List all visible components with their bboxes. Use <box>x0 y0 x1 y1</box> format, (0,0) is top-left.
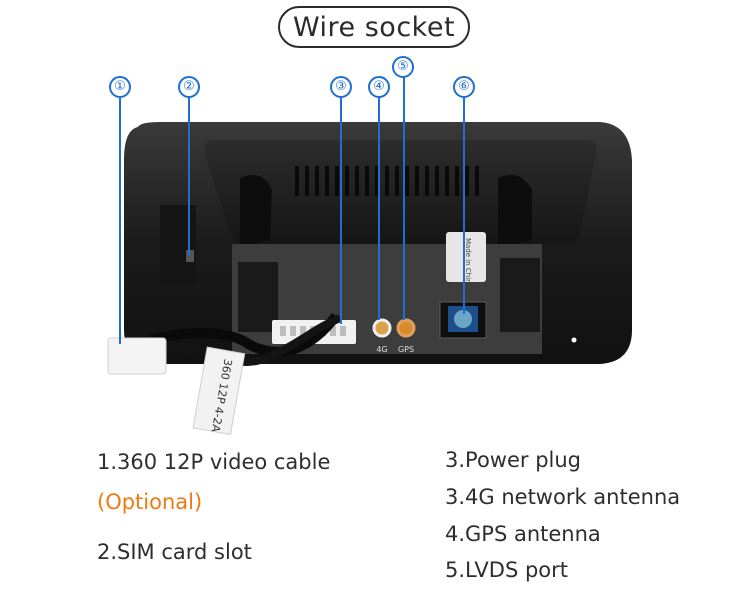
made-in-label: Made in China <box>464 238 472 288</box>
harness-wire-1 <box>148 312 340 357</box>
caption-gps-antenna: 4.GPS antenna <box>445 522 601 546</box>
leader-line-2 <box>188 96 190 256</box>
caption-4g-antenna: 3.4G network antenna <box>445 485 681 509</box>
cable-tag: 360 12P 4-2A <box>192 346 246 436</box>
leader-line-1 <box>119 96 121 344</box>
callout-2: ② <box>178 76 200 98</box>
caption-optional: (Optional) <box>97 490 203 514</box>
caption-sim-slot: 2.SIM card slot <box>97 540 252 564</box>
sim-slot-housing <box>160 205 196 285</box>
lvds-connector <box>454 310 472 328</box>
leader-line-3 <box>340 96 342 324</box>
4g-port-label: 4G <box>376 345 387 354</box>
mount-hook-right <box>498 174 532 248</box>
caption-lvds-port: 5.LVDS port <box>445 558 569 582</box>
callout-4: ④ <box>368 76 390 98</box>
gps-port-label: GPS <box>398 345 414 354</box>
leader-line-6 <box>463 96 465 314</box>
callout-1: ① <box>109 76 131 98</box>
callout-5: ⑤ <box>392 56 414 78</box>
mount-hook-left <box>240 174 272 248</box>
section-title: Wire socket <box>278 6 470 48</box>
bracket-left <box>238 262 278 332</box>
caption-video-cable: 1.360 12P video cable <box>97 450 331 474</box>
sim-card-slot <box>186 250 194 262</box>
bracket-right <box>500 258 540 332</box>
gps-antenna-port <box>396 318 416 338</box>
callout-3: ③ <box>330 76 352 98</box>
leader-line-4 <box>378 96 380 320</box>
label-sticker <box>446 232 486 282</box>
harness-wire-2 <box>159 314 342 366</box>
callout-6: ⑥ <box>453 76 475 98</box>
leader-line-5 <box>403 76 405 320</box>
vent-slots <box>295 166 479 196</box>
caption-power-plug: 3.Power plug <box>445 448 582 472</box>
reset-hole <box>571 337 577 343</box>
4g-antenna-port <box>372 318 392 338</box>
video-cable-connector <box>107 337 167 375</box>
